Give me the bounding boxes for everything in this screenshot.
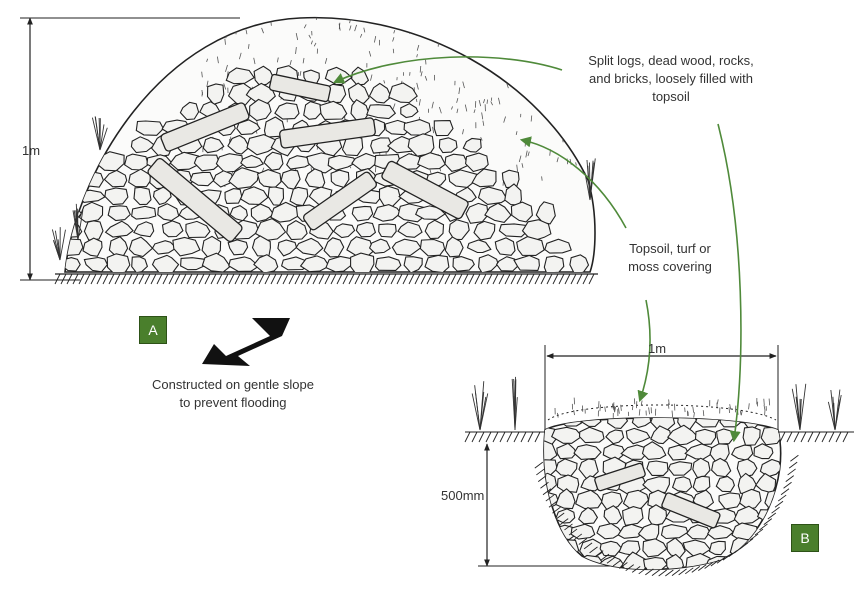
rock xyxy=(125,154,149,170)
rock xyxy=(558,552,579,574)
rock xyxy=(57,189,82,204)
rock xyxy=(535,556,557,574)
rock xyxy=(225,189,242,204)
rock xyxy=(765,491,789,511)
slope-caption: Constructed on gentle slope to prevent f… xyxy=(128,376,338,412)
covering-callout: Topsoil, turf or moss covering xyxy=(610,240,730,276)
rock xyxy=(379,224,397,237)
rock xyxy=(544,256,564,273)
rock xyxy=(351,253,374,274)
rock xyxy=(535,538,558,555)
rock xyxy=(647,461,668,475)
arrow-down-left-icon xyxy=(202,318,290,366)
rock xyxy=(107,254,130,274)
rock xyxy=(710,541,726,554)
depth-label-b: 500mm xyxy=(441,487,484,505)
materials-callout-line-2: and bricks, loosely filled with xyxy=(566,70,776,88)
rock xyxy=(752,552,779,574)
badge-a: A xyxy=(139,316,167,344)
rock xyxy=(532,411,557,426)
rock xyxy=(538,524,557,539)
materials-callout-line-1: Split logs, dead wood, rocks, xyxy=(566,52,776,70)
rock xyxy=(82,172,103,187)
rock xyxy=(136,121,163,135)
rock xyxy=(696,413,719,427)
rock xyxy=(768,413,785,429)
materials-callout-line-3: topsoil xyxy=(566,88,776,106)
rock xyxy=(748,537,775,558)
rock xyxy=(132,206,156,219)
slope-caption-line-2: to prevent flooding xyxy=(128,394,338,412)
rock xyxy=(731,553,749,575)
rock xyxy=(561,540,578,558)
rock xyxy=(673,477,692,492)
covering-callout-line-1: Topsoil, turf or xyxy=(610,240,730,258)
slope-caption-line-1: Constructed on gentle slope xyxy=(128,376,338,394)
rock xyxy=(668,445,688,460)
ground-hatching-a xyxy=(55,274,598,284)
materials-callout: Split logs, dead wood, rocks, and bricks… xyxy=(566,52,776,106)
rock xyxy=(502,170,519,187)
rock xyxy=(531,492,560,508)
height-label-a: 1m xyxy=(22,142,40,160)
mound-a xyxy=(55,14,598,284)
rock xyxy=(757,524,777,541)
rock xyxy=(84,221,103,240)
rocks-and-logs-b xyxy=(531,409,790,576)
width-label-b: 1m xyxy=(648,340,666,358)
rock xyxy=(356,223,375,237)
badge-b: B xyxy=(791,524,819,552)
covering-callout-line-2: moss covering xyxy=(610,258,730,276)
rock xyxy=(62,258,81,271)
